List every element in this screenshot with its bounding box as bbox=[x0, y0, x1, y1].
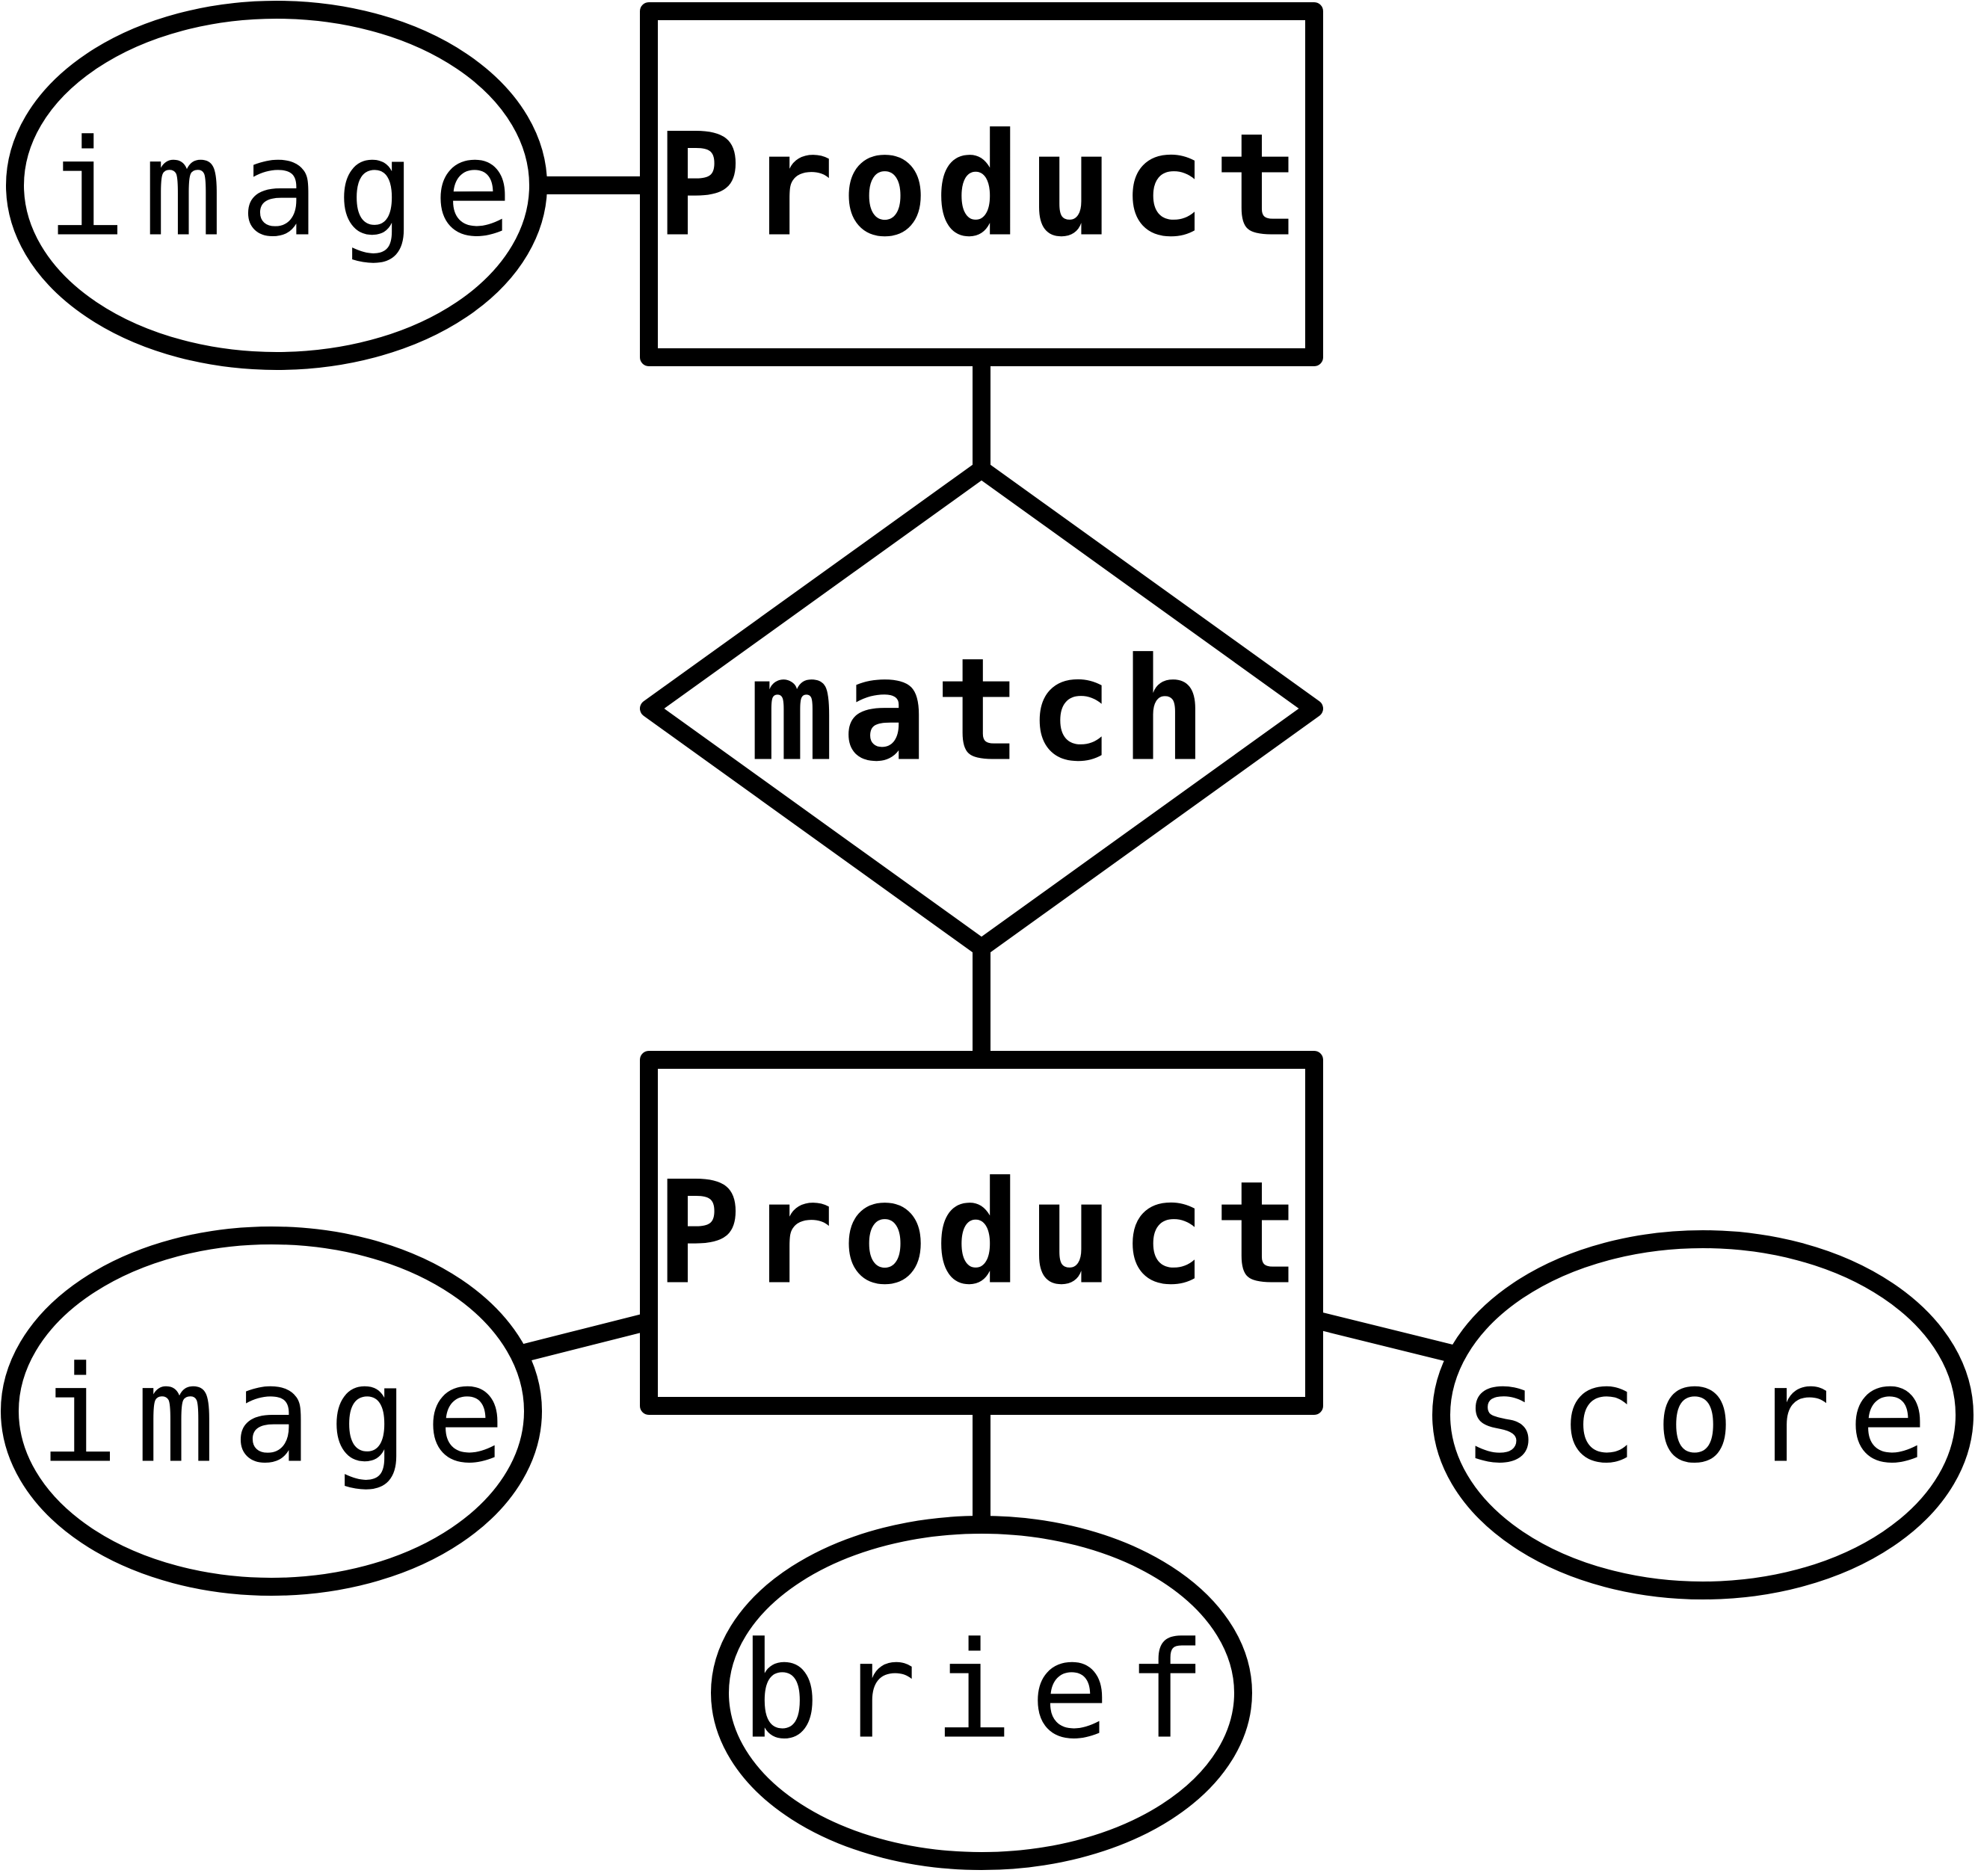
attribute-image-top-ellipse bbox=[6, 1, 547, 370]
attribute-image-bottom-label: image bbox=[39, 1338, 522, 1493]
relationship-match[interactable]: match bbox=[640, 460, 1323, 957]
attribute-brief[interactable]: brief bbox=[711, 1516, 1252, 1870]
entity-product-bottom-box bbox=[640, 1051, 1323, 1415]
relationship-match-label: match bbox=[749, 628, 1214, 793]
attribute-image-bottom-ellipse bbox=[1, 1227, 542, 1596]
entity-product-bottom[interactable]: Product bbox=[640, 1051, 1323, 1415]
edge-image-bottom-to-product-bottom bbox=[514, 1312, 651, 1364]
attribute-brief-label: brief bbox=[740, 1614, 1223, 1768]
connectors bbox=[514, 176, 1460, 1525]
entity-product-top-label: Product bbox=[656, 103, 1307, 268]
attribute-score-label: score bbox=[1461, 1338, 1944, 1493]
attribute-image-top[interactable]: image bbox=[6, 1, 547, 370]
attribute-score[interactable]: score bbox=[1432, 1230, 1974, 1599]
entity-product-top[interactable]: Product bbox=[640, 2, 1323, 366]
attribute-score-ellipse bbox=[1432, 1230, 1974, 1599]
edge-score-to-product-bottom bbox=[1313, 1311, 1460, 1364]
attribute-image-bottom[interactable]: image bbox=[1, 1227, 542, 1596]
entity-product-bottom-label: Product bbox=[656, 1151, 1307, 1316]
attribute-image-top-label: image bbox=[46, 111, 529, 266]
relationship-match-diamond bbox=[640, 460, 1323, 957]
attribute-brief-ellipse bbox=[711, 1516, 1252, 1870]
entity-product-top-box bbox=[640, 2, 1323, 366]
